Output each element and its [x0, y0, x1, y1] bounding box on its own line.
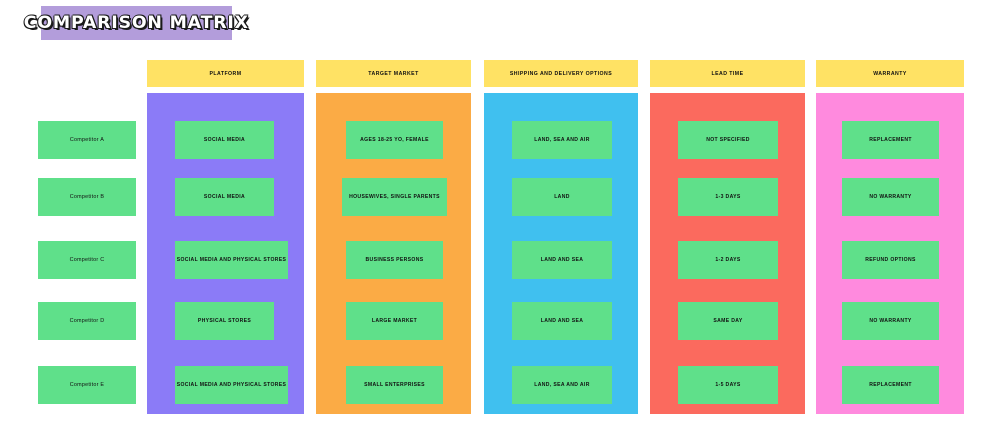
row-label-text: Competitor A: [69, 136, 105, 143]
cell-warranty-competitor-b[interactable]: NO WARRANTY: [842, 178, 939, 216]
cell-lead-time-competitor-b[interactable]: 1-3 DAYS: [678, 178, 778, 216]
cell-warranty-competitor-d[interactable]: NO WARRANTY: [842, 302, 939, 340]
cell-text: AGES 18-25 YO, FEMALE: [360, 136, 429, 143]
cell-warranty-competitor-e[interactable]: REPLACEMENT: [842, 366, 939, 404]
cell-text: 1-5 DAYS: [715, 381, 741, 388]
cell-text: LAND AND SEA: [540, 256, 584, 263]
cell-text: HOUSEWIVES, SINGLE PARENTS: [349, 193, 440, 200]
column-header-shipping[interactable]: SHIPPING AND DELIVERY OPTIONS: [484, 60, 638, 87]
row-label-text: Competitor B: [69, 193, 105, 200]
column-header-warranty[interactable]: WARRANTY: [816, 60, 964, 87]
cell-lead-time-competitor-c[interactable]: 1-2 DAYS: [678, 241, 778, 279]
cell-lead-time-competitor-e[interactable]: 1-5 DAYS: [678, 366, 778, 404]
column-header-lead-time[interactable]: LEAD TIME: [650, 60, 805, 87]
cell-text: SOCIAL MEDIA AND PHYSICAL STORES: [176, 381, 287, 388]
cell-shipping-competitor-d[interactable]: LAND AND SEA: [512, 302, 612, 340]
column-header-label: SHIPPING AND DELIVERY OPTIONS: [509, 70, 613, 77]
column-header-label: WARRANTY: [873, 70, 907, 77]
row-label-competitor-b[interactable]: Competitor B: [38, 178, 136, 216]
cell-platform-competitor-d[interactable]: PHYSICAL STORES: [175, 302, 274, 340]
cell-warranty-competitor-a[interactable]: REPLACEMENT: [842, 121, 939, 159]
cell-platform-competitor-a[interactable]: SOCIAL MEDIA: [175, 121, 274, 159]
column-band-lead-time: NOT SPECIFIED 1-3 DAYS 1-2 DAYS SAME DAY…: [650, 93, 805, 414]
cell-text: BUSINESS PERSONS: [365, 256, 424, 263]
cell-text: SMALL ENTERPRISES: [364, 381, 425, 388]
column-header-label: TARGET MARKET: [368, 70, 419, 77]
cell-platform-competitor-e[interactable]: SOCIAL MEDIA AND PHYSICAL STORES: [175, 366, 288, 404]
page-title: COMPARISON MATRIX: [23, 13, 250, 33]
cell-text: SOCIAL MEDIA: [203, 193, 246, 200]
cell-text: REFUND OPTIONS: [865, 256, 916, 263]
cell-shipping-competitor-c[interactable]: LAND AND SEA: [512, 241, 612, 279]
cell-target-market-competitor-e[interactable]: SMALL ENTERPRISES: [346, 366, 443, 404]
cell-lead-time-competitor-a[interactable]: NOT SPECIFIED: [678, 121, 778, 159]
row-label-text: Competitor D: [69, 317, 105, 324]
row-label-competitor-e[interactable]: Competitor E: [38, 366, 136, 404]
cell-platform-competitor-b[interactable]: SOCIAL MEDIA: [175, 178, 274, 216]
cell-text: REPLACEMENT: [869, 136, 912, 143]
column-header-target-market[interactable]: TARGET MARKET: [316, 60, 471, 87]
row-label-competitor-c[interactable]: Competitor C: [38, 241, 136, 279]
cell-text: LAND AND SEA: [540, 317, 584, 324]
cell-text: LAND, SEA AND AIR: [534, 381, 590, 388]
row-label-competitor-a[interactable]: Competitor A: [38, 121, 136, 159]
cell-lead-time-competitor-d[interactable]: SAME DAY: [678, 302, 778, 340]
cell-shipping-competitor-b[interactable]: LAND: [512, 178, 612, 216]
cell-text: SAME DAY: [713, 317, 743, 324]
row-label-text: Competitor E: [69, 381, 105, 388]
cell-text: NO WARRANTY: [869, 317, 912, 324]
column-band-target-market: AGES 18-25 YO, FEMALE HOUSEWIVES, SINGLE…: [316, 93, 471, 414]
cell-warranty-competitor-c[interactable]: REFUND OPTIONS: [842, 241, 939, 279]
cell-text: REPLACEMENT: [869, 381, 912, 388]
cell-text: 1-2 DAYS: [715, 256, 741, 263]
cell-text: PHYSICAL STORES: [197, 317, 252, 324]
cell-text: LAND: [554, 193, 570, 200]
cell-text: 1-3 DAYS: [715, 193, 741, 200]
cell-text: NO WARRANTY: [869, 193, 912, 200]
cell-text: NOT SPECIFIED: [706, 136, 750, 143]
column-band-platform: SOCIAL MEDIA SOCIAL MEDIA SOCIAL MEDIA A…: [147, 93, 304, 414]
cell-text: LAND, SEA AND AIR: [534, 136, 590, 143]
column-band-shipping: LAND, SEA AND AIR LAND LAND AND SEA LAND…: [484, 93, 638, 414]
cell-shipping-competitor-a[interactable]: LAND, SEA AND AIR: [512, 121, 612, 159]
row-label-text: Competitor C: [69, 256, 105, 263]
cell-shipping-competitor-e[interactable]: LAND, SEA AND AIR: [512, 366, 612, 404]
cell-platform-competitor-c[interactable]: SOCIAL MEDIA AND PHYSICAL STORES: [175, 241, 288, 279]
row-label-competitor-d[interactable]: Competitor D: [38, 302, 136, 340]
row-label-column: Competitor A Competitor B Competitor C C…: [38, 93, 136, 414]
cell-target-market-competitor-a[interactable]: AGES 18-25 YO, FEMALE: [346, 121, 443, 159]
cell-target-market-competitor-c[interactable]: BUSINESS PERSONS: [346, 241, 443, 279]
column-header-label: LEAD TIME: [711, 70, 744, 77]
cell-target-market-competitor-d[interactable]: LARGE MARKET: [346, 302, 443, 340]
column-band-warranty: REPLACEMENT NO WARRANTY REFUND OPTIONS N…: [816, 93, 964, 414]
page-title-block: COMPARISON MATRIX: [24, 6, 248, 40]
cell-text: SOCIAL MEDIA AND PHYSICAL STORES: [176, 256, 287, 263]
cell-text: SOCIAL MEDIA: [203, 136, 246, 143]
column-header-platform[interactable]: PLATFORM: [147, 60, 304, 87]
column-header-label: PLATFORM: [209, 70, 242, 77]
cell-text: LARGE MARKET: [371, 317, 418, 324]
cell-target-market-competitor-b[interactable]: HOUSEWIVES, SINGLE PARENTS: [342, 178, 447, 216]
